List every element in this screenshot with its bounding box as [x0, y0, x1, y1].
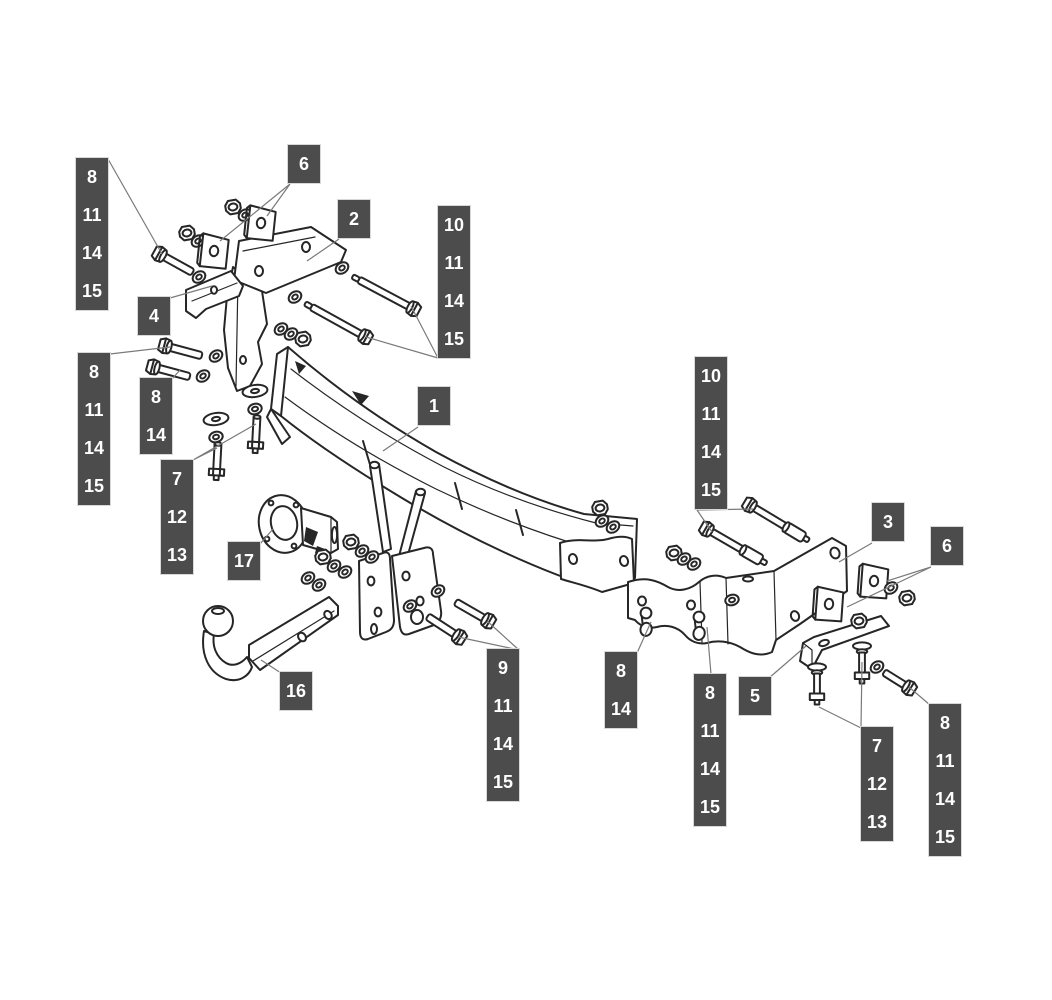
callout-number: 15	[81, 281, 103, 301]
callout-number: 14	[699, 759, 721, 779]
callout-9-11-14-15: 9 11 14 15	[487, 649, 519, 801]
callout-number: 11	[701, 404, 721, 424]
callout-number: 10	[443, 215, 465, 235]
callout-6-right: 6	[931, 527, 963, 565]
callout-8-11-14-15-top-left: 8 11 14 15	[76, 158, 108, 310]
callout-number: 8	[704, 683, 715, 703]
callout-number: 10	[700, 366, 722, 386]
callout-number: 14	[700, 442, 722, 462]
callout-number: 12	[166, 507, 188, 527]
callout-number: 6	[941, 536, 952, 556]
callout-number: 13	[166, 545, 188, 565]
callout-number: 3	[882, 512, 893, 532]
leader-lines	[107, 158, 932, 729]
callout-number: 17	[233, 551, 255, 571]
callout-7-12-13-right: 7 12 13	[861, 727, 893, 841]
callout-10-11-14-15-right: 10 11 14 15	[695, 357, 727, 509]
callout-number: 15	[934, 827, 956, 847]
callout-number: 1	[428, 396, 439, 416]
left-angle-bracket	[185, 270, 244, 319]
right-small-bracket	[799, 612, 890, 670]
callout-number: 4	[148, 306, 159, 326]
receiver-plates	[358, 546, 443, 641]
callout-number: 13	[866, 812, 888, 832]
callout-number: 11	[493, 696, 513, 716]
callout-number: 14	[145, 425, 167, 445]
callout-8-14-left: 8 14	[140, 378, 172, 454]
callout-8-14-right: 8 14	[605, 652, 637, 728]
callout-number: 11	[935, 751, 955, 771]
callout-number: 2	[348, 209, 359, 229]
callout-number: 11	[444, 253, 464, 273]
callout-number: 15	[699, 797, 721, 817]
callout-number: 7	[871, 736, 882, 756]
callout-number: 14	[610, 699, 632, 719]
support-struts	[369, 460, 426, 563]
callout-number: 11	[82, 205, 102, 225]
socket-mounting-plate	[257, 494, 339, 557]
callout-2: 2	[338, 200, 370, 238]
callout-number: 15	[443, 329, 465, 349]
callout-number: 8	[615, 661, 626, 681]
callout-number: 15	[700, 480, 722, 500]
callout-1: 1	[418, 387, 450, 425]
callout-number: 15	[83, 476, 105, 496]
callout-number: 11	[84, 400, 104, 420]
callout-3: 3	[872, 503, 904, 541]
callout-5: 5	[739, 677, 771, 715]
callout-number: 14	[492, 734, 514, 754]
callout-number: 5	[749, 686, 760, 706]
callout-7-12-13-left: 7 12 13	[161, 460, 193, 574]
callout-17: 17	[228, 542, 260, 580]
callout-number: 8	[939, 713, 950, 733]
callout-8-11-14-15-right: 8 11 14 15	[929, 704, 961, 856]
callout-10-11-14-15-left: 10 11 14 15	[438, 206, 470, 358]
callout-number: 7	[171, 469, 182, 489]
callout-number: 8	[150, 387, 161, 407]
callout-number: 14	[443, 291, 465, 311]
callout-number: 16	[285, 681, 307, 701]
crossbar-beam	[266, 346, 638, 593]
callout-6-top: 6	[288, 145, 320, 183]
callout-number: 8	[88, 362, 99, 382]
callout-number: 12	[866, 774, 888, 794]
callout-4: 4	[138, 297, 170, 335]
callout-number: 11	[700, 721, 720, 741]
right-side-bracket	[627, 537, 848, 656]
towball-mount	[202, 596, 339, 682]
callout-number: 8	[86, 167, 97, 187]
callout-number: 14	[81, 243, 103, 263]
callout-16: 16	[280, 672, 312, 710]
callout-8-11-14-15-left: 8 11 14 15	[78, 353, 110, 505]
callout-number: 14	[83, 438, 105, 458]
callout-number: 14	[934, 789, 956, 809]
callout-number: 9	[497, 658, 508, 678]
left-side-bracket	[223, 226, 347, 392]
callout-8-11-14-15-center: 8 11 14 15	[694, 674, 726, 826]
callout-number: 6	[298, 154, 309, 174]
callout-number: 15	[492, 772, 514, 792]
